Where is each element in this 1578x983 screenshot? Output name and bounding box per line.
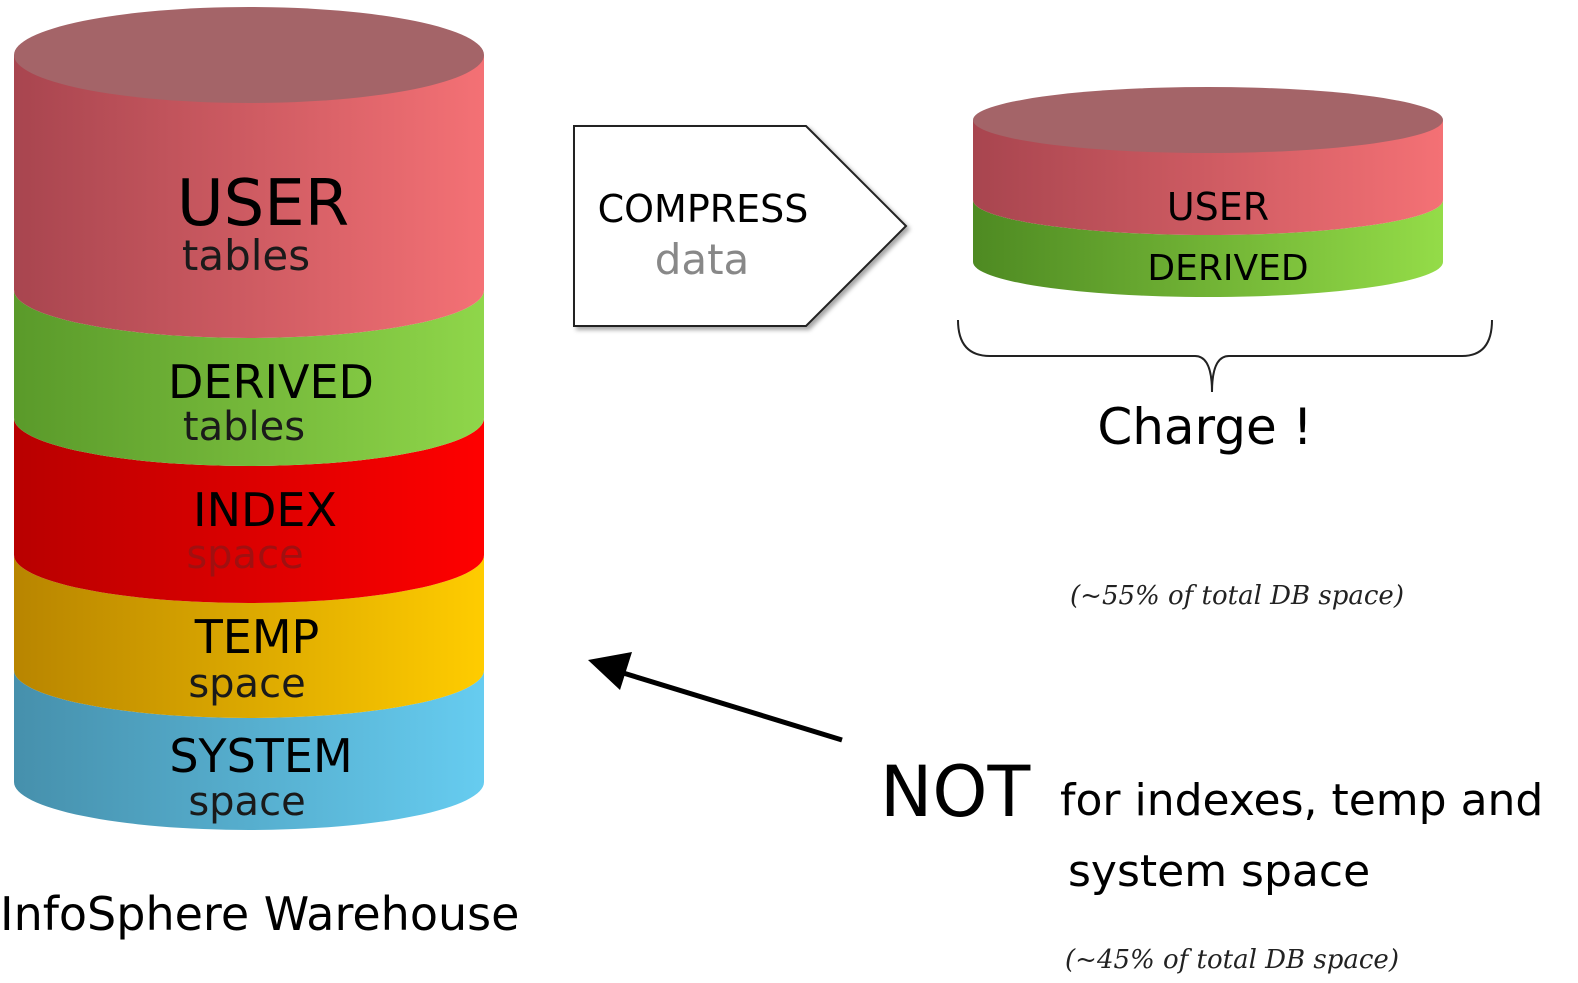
compressed-cylinder: USER DERIVED <box>973 87 1443 297</box>
system-layer-subtitle: space <box>188 779 305 825</box>
index-layer-title: INDEX <box>193 483 337 537</box>
not-note: (~45% of total DB space) <box>1065 945 1399 975</box>
user-layer <box>14 55 484 338</box>
derived-layer-title: DERIVED <box>168 355 374 409</box>
cylinder-top <box>14 7 484 103</box>
warehouse-cylinder: USER tables DERIVED tables INDEX space T… <box>14 7 484 830</box>
pointer-arrow <box>588 652 843 743</box>
index-layer <box>14 418 484 603</box>
not-label: NOT <box>880 751 1030 833</box>
small-user-label: USER <box>1167 185 1269 229</box>
curly-brace <box>957 319 1493 393</box>
compress-arrow <box>573 125 908 327</box>
temp-layer-title: TEMP <box>194 610 320 664</box>
not-line2: system space <box>1068 846 1370 897</box>
derived-layer-subtitle: tables <box>183 404 305 450</box>
compress-data-label: data <box>655 235 750 284</box>
temp-layer <box>14 555 484 718</box>
small-derived-layer <box>973 200 1443 297</box>
user-layer-subtitle: tables <box>182 231 310 280</box>
system-layer <box>14 670 484 830</box>
charge-label: Charge ! <box>1097 398 1312 456</box>
user-layer-title: USER <box>177 167 349 241</box>
small-derived-label: DERIVED <box>1147 248 1308 289</box>
temp-layer-subtitle: space <box>188 661 305 707</box>
small-user-layer <box>973 120 1443 235</box>
warehouse-caption: InfoSphere Warehouse <box>0 887 519 941</box>
index-layer-subtitle: space <box>186 532 303 578</box>
derived-layer <box>14 290 484 466</box>
small-cylinder-top <box>973 87 1443 153</box>
not-line1: for indexes, temp and <box>1060 775 1543 826</box>
charge-note: (~55% of total DB space) <box>1070 581 1404 611</box>
system-layer-title: SYSTEM <box>169 729 352 783</box>
compress-label: COMPRESS <box>598 187 809 231</box>
compress-arrow-shape <box>573 125 908 327</box>
